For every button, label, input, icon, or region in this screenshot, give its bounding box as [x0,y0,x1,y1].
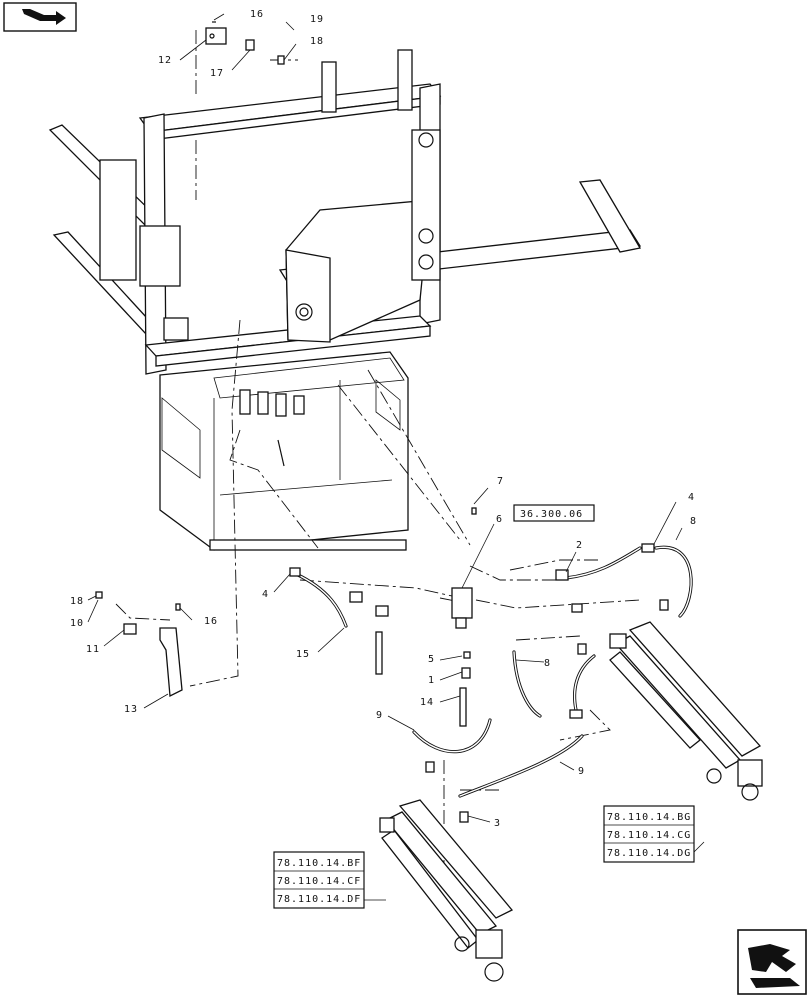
callout-12: 12 [158,55,172,66]
callout-2: 2 [576,540,583,551]
fittings [289,507,669,823]
callout-8: 8 [690,516,697,527]
callout-10: 10 [70,618,84,629]
ref-top-label: 36.300.06 [520,509,583,520]
callout-14: 14 [420,697,434,708]
callout-18: 18 [310,36,324,47]
callout-4: 4 [262,589,269,600]
navigate-arrow-icon[interactable] [3,2,77,32]
callout-16: 16 [250,9,264,20]
callout-19: 19 [310,14,324,25]
callout-11: 11 [86,644,100,655]
ref-left-1: 78.110.14.BF [277,858,361,869]
left-bracket-group [95,591,183,698]
callout-4: 4 [688,492,695,503]
callout-1: 1 [428,675,435,686]
callout-17: 17 [210,68,224,79]
callout-labels: 16 19 18 12 17 7 6 4 8 2 4 18 10 16 11 1… [70,9,697,829]
callout-6: 6 [496,514,503,525]
ref-right-3: 78.110.14.DG [607,848,691,859]
hopper-box [159,351,409,551]
cylinder-assembly-left [379,799,514,982]
cylinder-assembly-right [609,621,763,801]
callout-15: 15 [296,649,310,660]
callout-5: 5 [428,654,435,665]
ref-left-2: 78.110.14.CF [277,876,361,887]
callout-9: 9 [578,766,585,777]
ref-right-2: 78.110.14.CG [607,830,691,841]
leader-lines [87,13,705,901]
hoses [294,545,693,798]
callout-3: 3 [494,818,501,829]
ref-group-left[interactable]: 78.110.14.BF 78.110.14.CF 78.110.14.DF [273,851,365,909]
ref-top[interactable]: 36.300.06 [513,504,595,522]
callout-16: 16 [204,616,218,627]
ref-left-3: 78.110.14.DF [277,894,361,905]
main-frame [48,49,642,375]
assembly-lines [115,30,641,870]
callout-9: 9 [376,710,383,721]
callout-13: 13 [124,704,138,715]
callout-18: 18 [70,596,84,607]
next-page-arrow-icon[interactable] [737,929,807,995]
ref-right-1: 78.110.14.BG [607,812,691,823]
callout-8: 8 [544,658,551,669]
top-small-parts [205,21,285,65]
ref-group-right[interactable]: 78.110.14.BG 78.110.14.CG 78.110.14.DG [603,805,695,863]
callout-7: 7 [497,476,504,487]
